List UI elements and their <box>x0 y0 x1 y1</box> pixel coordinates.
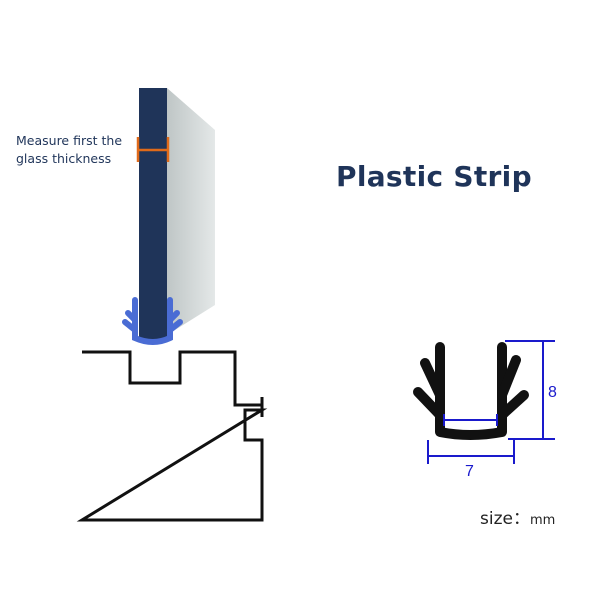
thickness-measure-marker <box>136 137 170 162</box>
strip-profile <box>413 342 529 440</box>
height-dimension: 8 <box>548 384 557 401</box>
dimension-lines <box>427 340 555 464</box>
page-title: Plastic Strip <box>336 160 532 193</box>
size-text: size： <box>480 509 530 529</box>
glass-edge <box>139 88 167 340</box>
size-label: size：mm <box>480 504 555 529</box>
frame-profile <box>76 350 268 522</box>
glass-seal-strip <box>122 297 183 345</box>
size-unit: mm <box>529 513 556 528</box>
glass-face <box>167 88 215 335</box>
width-dimension: 7 <box>465 463 474 480</box>
measure-note-line2: glass thickness <box>16 151 112 166</box>
measure-note: Measure first the glass thickness <box>16 132 122 168</box>
measure-note-line1: Measure first the <box>16 133 123 148</box>
